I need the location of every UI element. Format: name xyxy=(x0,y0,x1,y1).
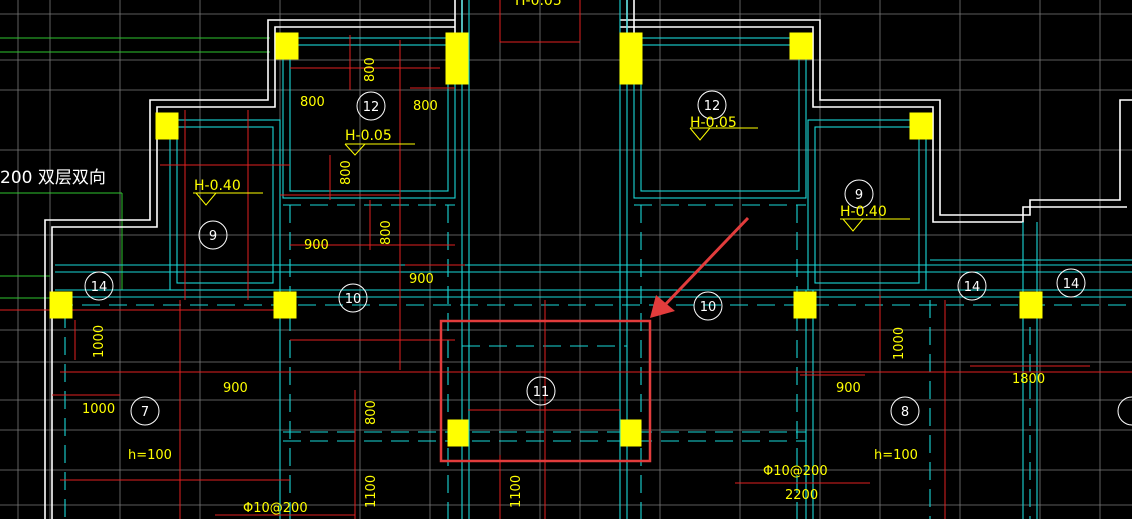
slab-number: 14 xyxy=(1063,277,1080,292)
columns xyxy=(49,32,1043,447)
slab-number: 10 xyxy=(345,292,362,307)
dimension-labels: 800 800 900 900 900 900 1000 1800 2200 xyxy=(82,95,1045,503)
slab-number: 9 xyxy=(209,229,217,244)
column xyxy=(273,291,297,319)
dimension: 1100 xyxy=(509,475,524,508)
slab-number: 8 xyxy=(901,405,909,420)
dimension: 800 xyxy=(364,400,379,425)
column xyxy=(49,291,73,319)
highlight-box xyxy=(439,319,652,463)
level-mark-symbols xyxy=(193,127,910,232)
column xyxy=(1019,291,1043,319)
slab-number: 9 xyxy=(855,188,863,203)
slab-number: 14 xyxy=(964,280,981,295)
axis-lines xyxy=(0,37,270,299)
level-mark: H-0.40 xyxy=(194,178,241,194)
column xyxy=(155,112,179,140)
dimension: 800 xyxy=(379,220,394,245)
column xyxy=(793,291,817,319)
slab-number: 12 xyxy=(363,100,380,115)
slab-thickness: h=100 xyxy=(874,448,918,463)
pointer-arrow xyxy=(650,216,750,318)
dimension: 1800 xyxy=(1012,372,1045,387)
dimension: 2200 xyxy=(785,488,818,503)
column xyxy=(909,112,933,140)
rebar-note: 200 双层双向 xyxy=(0,168,106,188)
beam-lines xyxy=(55,0,1132,519)
dimension: 900 xyxy=(223,381,248,396)
dimension: 800 xyxy=(413,99,438,114)
dimension: 900 xyxy=(836,381,861,396)
dimension: 800 xyxy=(339,160,354,185)
dimension: 1100 xyxy=(364,475,379,508)
slab-number: 14 xyxy=(91,280,108,295)
dimension: 800 xyxy=(363,57,378,82)
column xyxy=(275,32,299,60)
column xyxy=(445,32,469,85)
level-mark-labels: H-0.05 H-0.05 H-0.40 H-0.40 H-0.05 xyxy=(194,0,887,220)
dimension-labels-vertical: 800 800 800 1000 1000 800 1100 1100 xyxy=(92,57,907,508)
column xyxy=(620,419,642,447)
column xyxy=(619,32,643,85)
column xyxy=(789,32,813,60)
dimension: 800 xyxy=(300,95,325,110)
slab-number: 11 xyxy=(533,385,550,400)
rebar-spec: Φ10@200 xyxy=(243,501,308,516)
slab-number: 10 xyxy=(700,300,717,315)
level-mark: H-0.05 xyxy=(345,128,392,144)
slab-number-labels: 12 12 9 9 14 10 10 14 14 7 8 11 xyxy=(91,99,1080,420)
column xyxy=(447,419,469,447)
slab-number: 7 xyxy=(141,405,149,420)
dimension: 1000 xyxy=(892,327,907,360)
dimension: 1000 xyxy=(92,325,107,358)
dimension: 1000 xyxy=(82,402,115,417)
level-mark: H-0.40 xyxy=(840,204,887,220)
slab-thickness: h=100 xyxy=(128,448,172,463)
dimension: 900 xyxy=(409,272,434,287)
slab-number: 12 xyxy=(704,99,721,114)
slab-number-circles xyxy=(84,90,1132,426)
level-mark: H-0.05 xyxy=(690,115,737,131)
level-mark-top: H-0.05 xyxy=(515,0,562,9)
dimension: 900 xyxy=(304,238,329,253)
rebar-spec: Φ10@200 xyxy=(763,464,828,479)
